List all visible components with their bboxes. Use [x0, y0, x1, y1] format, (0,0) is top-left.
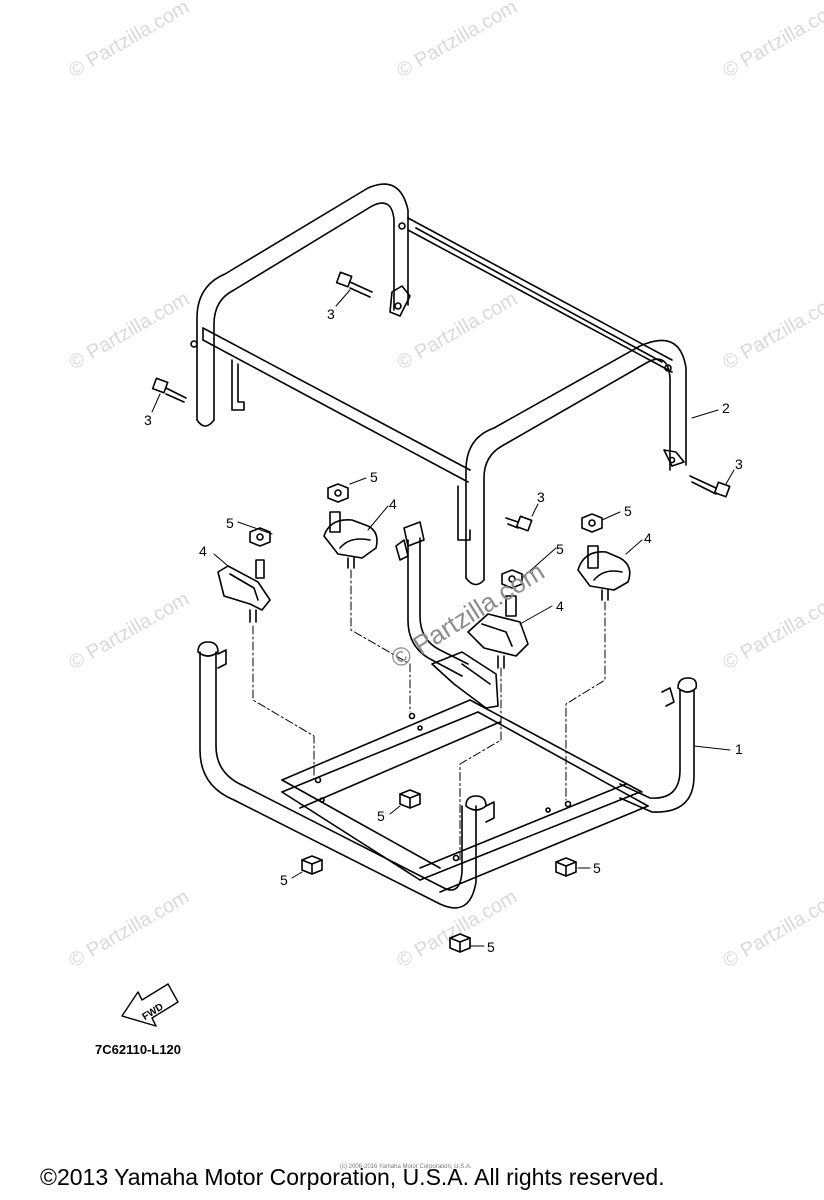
bolt-icon: [151, 377, 187, 403]
callout-part-4: 4: [199, 543, 207, 559]
fwd-arrow-icon: FWD: [121, 983, 179, 1027]
callout-part-3: 3: [327, 306, 335, 322]
lower-frame: [197, 641, 698, 909]
diagram-code: 7C62110-L120: [95, 1042, 182, 1057]
nut-icon: [581, 513, 603, 533]
damper-icon: [577, 545, 631, 601]
bolt-icon: [335, 271, 373, 298]
upper-frame: [190, 183, 687, 586]
bolt-icon: [505, 515, 533, 532]
callout-part-5: 5: [226, 515, 234, 531]
dampers: [217, 483, 631, 669]
lower-nuts: [301, 789, 577, 953]
nut-icon: [501, 569, 523, 589]
callout-part-5: 5: [377, 808, 385, 824]
nut-icon: [449, 933, 471, 953]
callout-part-1: 1: [735, 741, 743, 757]
nut-icon: [555, 857, 577, 877]
nut-icon: [327, 483, 349, 503]
small-notice: (c) 2006-2016 Yamaha Motor Corporation, …: [340, 1164, 472, 1170]
nut-icon: [399, 789, 421, 809]
callout-part-3: 3: [537, 489, 545, 505]
bolt-icon: [689, 475, 731, 498]
callout-part-4: 4: [389, 496, 397, 512]
callout-part-5: 5: [593, 860, 601, 876]
callout-part-5: 5: [370, 469, 378, 485]
damper-icon: [323, 511, 378, 569]
damper-icon: [467, 595, 529, 669]
nut-icon: [249, 527, 271, 547]
callout-part-2: 2: [722, 400, 730, 416]
callout-part-5: 5: [280, 872, 288, 888]
leader-lines: [151, 289, 735, 947]
callout-part-5: 5: [487, 939, 495, 955]
callout-part-4: 4: [644, 530, 652, 546]
callout-part-5: 5: [556, 541, 564, 557]
copyright-notice: ©2013 Yamaha Motor Corporation, U.S.A. A…: [40, 1164, 665, 1190]
center-bracket: [395, 521, 499, 709]
alignment-lines: [252, 569, 606, 861]
damper-icon: [217, 559, 271, 623]
callout-part-5: 5: [624, 503, 632, 519]
callout-part-4: 4: [556, 598, 564, 614]
callout-part-3: 3: [144, 412, 152, 428]
callout-part-3: 3: [735, 456, 743, 472]
bolts: [151, 271, 731, 532]
nut-icon: [301, 855, 323, 875]
